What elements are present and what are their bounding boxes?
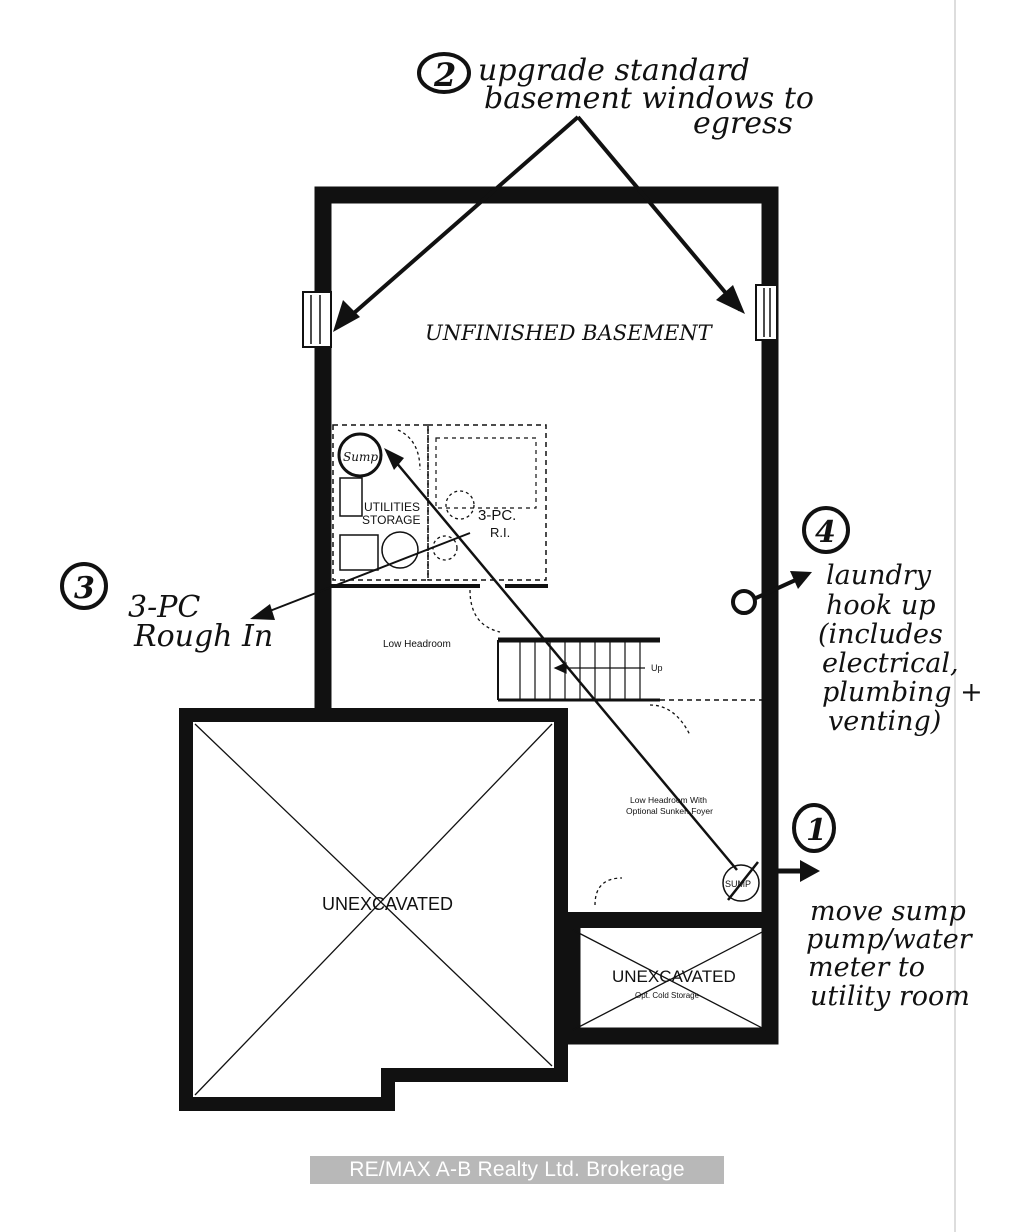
note-4: 4 laundry hook up (includes electrical, …	[731, 506, 983, 737]
note-4-line-1: laundry	[826, 560, 932, 591]
note-3-line-2: Rough In	[133, 619, 273, 654]
basement-windows	[302, 284, 778, 348]
note-4-line-5: plumbing +	[822, 677, 983, 708]
note-1-line-2: pump/water	[806, 924, 974, 955]
sump-top-label: Sump	[343, 450, 378, 464]
brokerage-watermark: RE/MAX A-B Realty Ltd. Brokerage	[310, 1156, 724, 1184]
ri-label-2: R.I.	[490, 525, 510, 540]
note-4-number-circle	[802, 506, 850, 554]
note-3-number-circle	[60, 562, 108, 610]
left-window	[302, 291, 332, 348]
note-3: 3 3-PC Rough In	[60, 532, 471, 654]
note-2-number: 2	[433, 56, 456, 94]
note-2: 2 upgrade standard basement windows to e…	[333, 52, 814, 332]
note-1: 1 move sump pump/water meter to utility …	[384, 448, 974, 1012]
right-window	[755, 284, 778, 341]
sump-bottom-circle	[722, 864, 760, 902]
interior-walls	[331, 424, 762, 906]
stair-treads	[519, 640, 645, 700]
low-headroom-foyer-label-2: Optional Sunken Foyer	[626, 806, 713, 816]
note-2-line-2: basement windows to	[484, 81, 814, 116]
ri-label-1: 3-PC.	[478, 507, 516, 524]
note-1-number: 1	[806, 813, 827, 848]
note-3-number: 3	[74, 571, 95, 606]
stairs-up-label: Up	[651, 663, 663, 673]
note-4-number: 4	[815, 515, 836, 550]
note-4-line-4: electrical,	[822, 648, 959, 679]
laundry-hookup-symbol	[731, 589, 757, 615]
note-2-arrows	[336, 115, 742, 329]
cold-storage-label: Opt. Cold Storage	[635, 991, 700, 1000]
note-1-number-circle	[792, 803, 836, 853]
low-headroom-foyer-label-1: Low Headroom With	[630, 795, 707, 805]
low-headroom-label: Low Headroom	[383, 639, 451, 650]
note-3-line-1: 3-PC	[128, 590, 200, 625]
note-4-line-2: hook up	[826, 590, 936, 621]
note-2-line-3: egress	[693, 106, 793, 141]
sump-move-line	[389, 454, 738, 871]
utilities-storage-label-1: UTILITIES	[364, 500, 420, 514]
unexcavated-small-label: UNEXCAVATED	[612, 967, 736, 986]
note-2-line-1: upgrade standard	[478, 53, 750, 88]
note-1-line-1: move sump	[810, 896, 966, 927]
note-1-line-3: meter to	[808, 952, 925, 983]
note-4-line-6: venting)	[828, 706, 941, 737]
utilities-storage-label-2: STORAGE	[362, 513, 420, 527]
unexcavated-cold-storage-area	[567, 912, 772, 1036]
exterior-walls	[314, 186, 779, 1045]
unfinished-basement-label: UNFINISHED BASEMENT	[425, 321, 714, 345]
note-2-number-circle	[417, 52, 471, 94]
sump-top-circle	[337, 432, 383, 478]
note-1-line-4: utility room	[810, 981, 970, 1012]
unexcavated-main-label: UNEXCAVATED	[322, 894, 453, 914]
unexcavated-main-area	[179, 708, 568, 1111]
note-4-line-3: (includes	[818, 619, 943, 650]
sump-bottom-label: SUMP	[725, 879, 751, 889]
